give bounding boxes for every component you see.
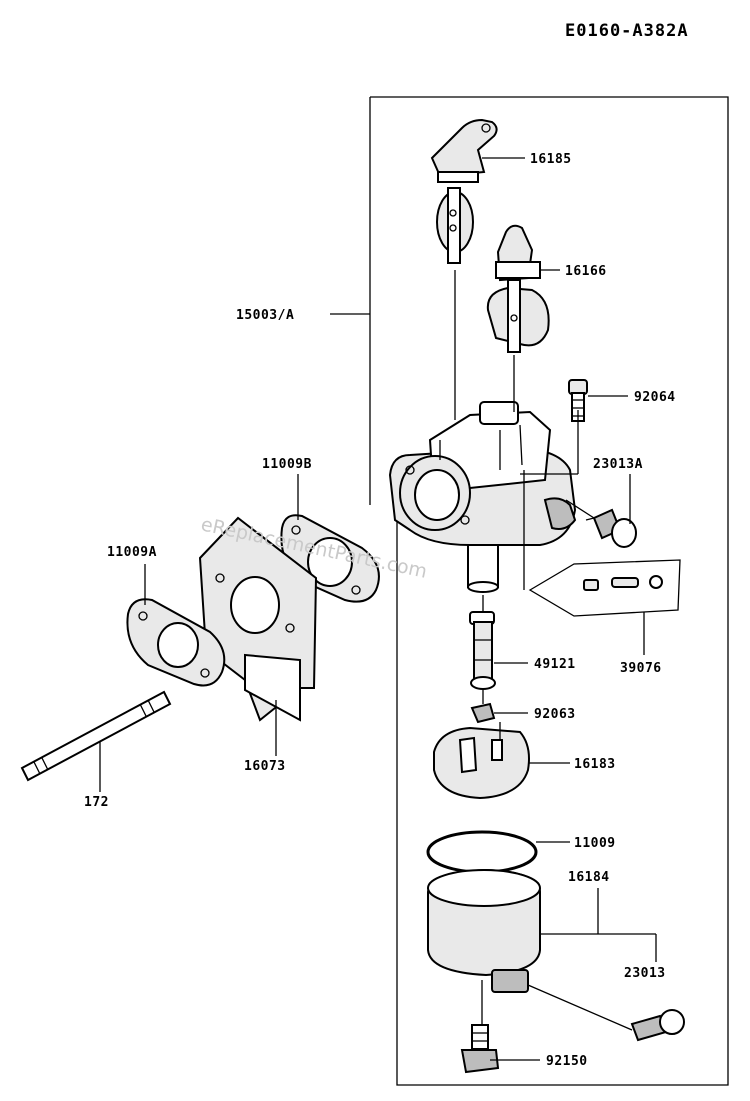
label-15003A: 15003/A [236,308,294,323]
part-92150-drain-bolt [460,1024,500,1074]
leader-lines [99,157,657,1061]
diagram-id: E0160-A382A [565,21,689,41]
assembly-frame [370,96,729,1086]
part-16183-float [433,722,530,800]
label-172: 172 [84,795,109,810]
part-16073-insulator [198,516,318,722]
label-16183: 16183 [574,757,616,772]
label-16185: 16185 [530,152,572,167]
part-11009A-gasket [126,598,226,687]
label-39076: 39076 [620,661,662,676]
label-92064: 92064 [634,390,676,405]
part-16185-choke-shaft [430,118,498,264]
part-39076-jet-set [528,559,681,617]
part-92063-jet [470,702,496,724]
label-23013: 23013 [624,966,666,981]
label-16073: 16073 [244,759,286,774]
part-16166-throttle-shaft [486,224,550,353]
part-15003A-carburetor-body [388,401,577,593]
label-11009A: 11009A [107,545,157,560]
label-11009B: 11009B [262,457,312,472]
label-11009: 11009 [574,836,616,851]
part-11009-o-ring [426,830,538,874]
part-23013-screw [630,1009,685,1042]
label-23013A: 23013A [593,457,643,472]
label-92150: 92150 [546,1054,588,1069]
part-16184-float-bowl [427,868,541,993]
label-16166: 16166 [565,264,607,279]
label-92063: 92063 [534,707,576,722]
part-labels: 16185 16166 15003/A 92064 11009B 23013A … [84,152,676,1069]
part-49121-needle-jet [469,611,496,690]
label-16184: 16184 [568,870,610,885]
part-172-stud-bolt [20,690,172,782]
label-49121: 49121 [534,657,576,672]
part-23013A-screw [585,508,637,548]
